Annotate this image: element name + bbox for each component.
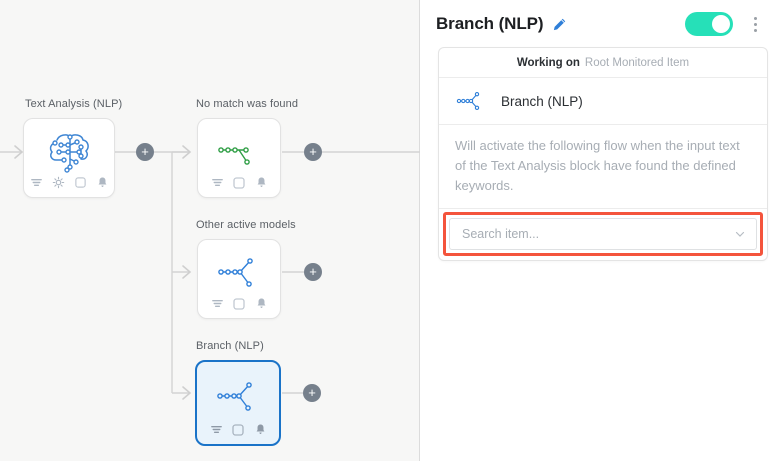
node-label-branch-nlp: Branch (NLP) [196, 340, 264, 352]
kebab-menu-icon[interactable] [747, 13, 763, 35]
add-node-button-after-other-active-models[interactable]: + [304, 263, 322, 281]
node-branch-nlp[interactable] [195, 360, 281, 446]
chevron-down-icon[interactable] [734, 228, 746, 240]
details-panel: Branch (NLP) Working on Root Monitored It… [420, 0, 777, 461]
node-footer-branch-nlp [197, 422, 279, 439]
node-label-text-analysis: Text Analysis (NLP) [25, 98, 123, 110]
plus-icon: + [309, 144, 317, 159]
search-item-placeholder: Search item... [462, 227, 540, 241]
plus-icon: + [141, 144, 149, 159]
filter-icon[interactable] [209, 422, 224, 437]
checkbox-icon[interactable] [73, 175, 88, 190]
branch-nlp-icon [455, 89, 487, 113]
branch-blue-icon [198, 247, 280, 296]
flow-connectors [0, 145, 420, 400]
plus-icon: + [308, 385, 316, 400]
working-on-label: Working on [516, 57, 580, 69]
selected-block-row[interactable]: Branch (NLP) [439, 78, 767, 125]
node-no-match[interactable] [197, 118, 281, 198]
node-other-active-models[interactable] [197, 239, 281, 319]
filter-icon[interactable] [210, 296, 225, 311]
kebab-dot [753, 28, 757, 32]
search-item-select[interactable]: Search item... [449, 218, 757, 250]
checkbox-icon[interactable] [231, 422, 246, 437]
enable-toggle[interactable] [685, 12, 733, 36]
working-on-row: Working on Root Monitored Item [439, 48, 767, 78]
working-on-value: Root Monitored Item [584, 57, 690, 69]
branch-green-icon [198, 126, 280, 175]
checkbox-icon[interactable] [232, 175, 247, 190]
node-footer-no-match [198, 175, 280, 192]
add-node-button-after-no-match[interactable]: + [304, 143, 322, 161]
plus-icon: + [309, 264, 317, 279]
flow-canvas[interactable]: Text Analysis (NLP) [0, 0, 420, 461]
bell-icon[interactable] [95, 175, 110, 190]
filter-icon[interactable] [210, 175, 225, 190]
pencil-icon[interactable] [552, 17, 567, 32]
gear-icon[interactable] [51, 175, 66, 190]
add-node-button-after-branch-nlp[interactable]: + [303, 384, 321, 402]
search-item-container: Search item... [439, 209, 767, 260]
filter-icon[interactable] [29, 175, 44, 190]
node-label-other-active-models: Other active models [196, 219, 296, 231]
bell-icon[interactable] [254, 296, 269, 311]
panel-header: Branch (NLP) [420, 0, 777, 40]
kebab-dot [753, 16, 757, 20]
node-footer-text-analysis [24, 175, 114, 192]
bell-icon[interactable] [253, 422, 268, 437]
page-title: Branch (NLP) [436, 14, 544, 33]
working-on-card: Working on Root Monitored Item [438, 47, 768, 261]
selected-block-label: Branch (NLP) [501, 93, 583, 109]
add-node-button-after-text-analysis[interactable]: + [136, 143, 154, 161]
node-label-no-match: No match was found [196, 98, 299, 110]
node-footer-other-active-models [198, 296, 280, 313]
brain-icon [24, 126, 114, 175]
block-description: Will activate the following flow when th… [439, 125, 767, 209]
checkbox-icon[interactable] [232, 296, 247, 311]
branch-blue-icon [197, 369, 279, 422]
bell-icon[interactable] [254, 175, 269, 190]
node-text-analysis[interactable] [23, 118, 115, 198]
kebab-dot [753, 22, 757, 26]
